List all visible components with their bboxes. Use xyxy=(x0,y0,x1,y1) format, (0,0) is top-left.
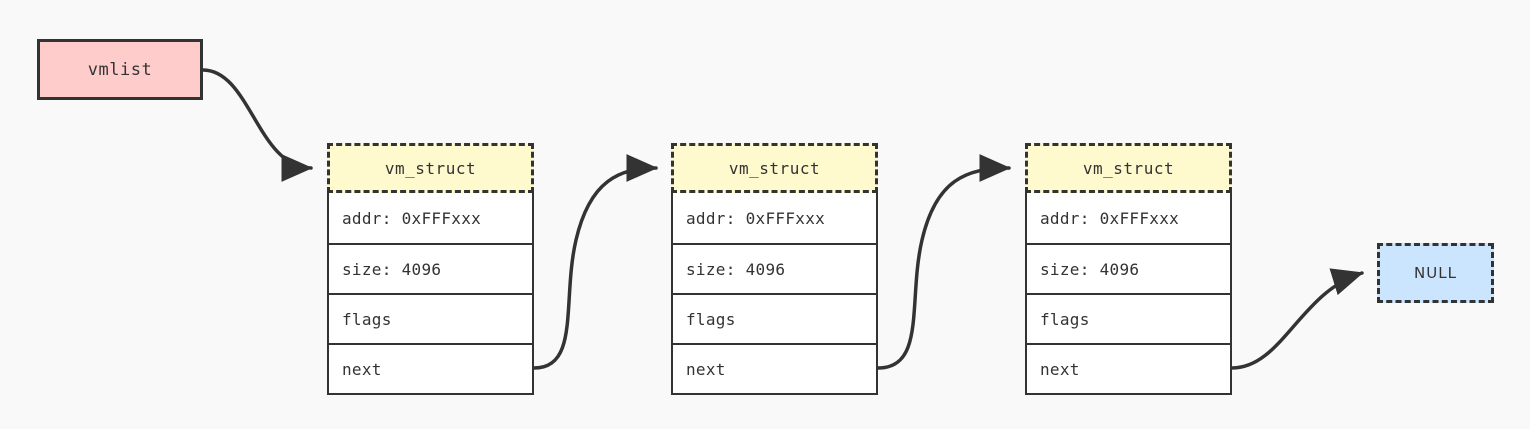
vm-struct-node-2-field-flags: flags xyxy=(673,293,876,343)
field-label: next xyxy=(686,359,726,379)
vm-struct-node-2-field-size: size: 4096 xyxy=(673,243,876,293)
field-label: next xyxy=(1040,359,1080,379)
field-label: size: 4096 xyxy=(686,259,786,279)
null-terminator-node[interactable]: NULL xyxy=(1377,243,1494,303)
field-label: addr: 0xFFFxxx xyxy=(686,208,826,228)
vm-struct-node-2-body: addr: 0xFFFxxx size: 4096 flags next xyxy=(671,193,878,395)
vm-struct-node-2[interactable]: vm_struct addr: 0xFFFxxx size: 4096 flag… xyxy=(671,143,878,395)
vmlist-root-node[interactable]: vmlist xyxy=(37,39,203,100)
vm-struct-node-1-body: addr: 0xFFFxxx size: 4096 flags next xyxy=(327,193,534,395)
vm-struct-node-2-title: vm_struct xyxy=(728,158,821,178)
vm-struct-node-3-header: vm_struct xyxy=(1025,143,1232,193)
edge-node3-to-null xyxy=(1230,268,1364,370)
vm-struct-node-2-field-addr: addr: 0xFFFxxx xyxy=(673,193,876,243)
vm-struct-node-3-field-addr: addr: 0xFFFxxx xyxy=(1027,193,1230,243)
field-label: addr: 0xFFFxxx xyxy=(1040,208,1180,228)
vm-struct-node-1[interactable]: vm_struct addr: 0xFFFxxx size: 4096 flag… xyxy=(327,143,534,395)
field-label: flags xyxy=(1040,309,1090,329)
vm-struct-node-2-field-next: next xyxy=(673,343,876,393)
field-label: size: 4096 xyxy=(1040,259,1140,279)
null-label: NULL xyxy=(1414,264,1457,282)
vm-struct-node-1-field-next: next xyxy=(329,343,532,393)
vm-struct-node-3[interactable]: vm_struct addr: 0xFFFxxx size: 4096 flag… xyxy=(1025,143,1232,395)
field-label: flags xyxy=(342,309,392,329)
vm-struct-node-1-header: vm_struct xyxy=(327,143,534,193)
vm-struct-node-1-field-flags: flags xyxy=(329,293,532,343)
field-label: flags xyxy=(686,309,736,329)
field-label: addr: 0xFFFxxx xyxy=(342,208,482,228)
field-label: next xyxy=(342,359,382,379)
edge-node1-to-node2 xyxy=(532,154,658,370)
vm-struct-node-3-title: vm_struct xyxy=(1082,158,1175,178)
vm-struct-node-1-field-addr: addr: 0xFFFxxx xyxy=(329,193,532,243)
vm-struct-node-3-field-flags: flags xyxy=(1027,293,1230,343)
field-label: size: 4096 xyxy=(342,259,442,279)
vm-struct-node-1-title: vm_struct xyxy=(384,158,477,178)
edge-node2-to-node3 xyxy=(876,154,1011,370)
edge-vmlist-to-node1 xyxy=(201,68,313,182)
vm-struct-node-3-field-size: size: 4096 xyxy=(1027,243,1230,293)
vmlist-label: vmlist xyxy=(87,59,153,80)
vm-struct-node-1-field-size: size: 4096 xyxy=(329,243,532,293)
vm-struct-node-3-field-next: next xyxy=(1027,343,1230,393)
vm-struct-node-2-header: vm_struct xyxy=(671,143,878,193)
vm-struct-node-3-body: addr: 0xFFFxxx size: 4096 flags next xyxy=(1025,193,1232,395)
